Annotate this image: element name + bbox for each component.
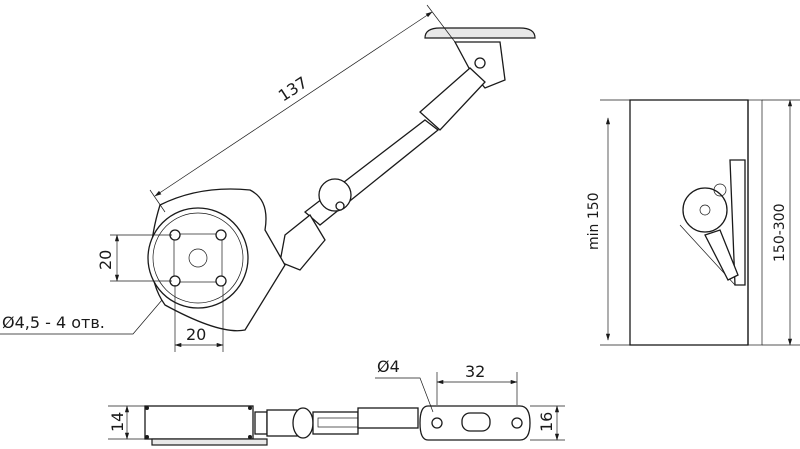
mounting-hole	[215, 275, 227, 287]
side-view: min 150 150-300	[586, 99, 800, 346]
mounting-hole	[215, 229, 227, 241]
dimension-arm-length: 137	[149, 4, 456, 213]
svg-text:32: 32	[465, 362, 485, 381]
dim-137: 137	[275, 73, 311, 106]
base-disc	[147, 207, 249, 309]
main-view	[147, 27, 536, 332]
svg-text:Ø4,5 - 4 отв.: Ø4,5 - 4 отв.	[2, 313, 105, 332]
svg-text:14: 14	[108, 412, 127, 432]
roller	[318, 178, 352, 212]
bottom-view: 14 32 Ø4 16	[108, 357, 565, 446]
top-mounting-plate	[424, 27, 536, 39]
svg-text:150-300: 150-300	[772, 204, 788, 263]
svg-text:20: 20	[96, 250, 115, 270]
gas-cylinder	[419, 67, 486, 131]
leader-mounting-holes: Ø4,5 - 4 отв.	[0, 299, 163, 335]
dimension-hole-vertical: 20	[96, 234, 172, 282]
base-top-view	[144, 405, 254, 440]
side-roller	[682, 187, 728, 233]
svg-text:Ø4: Ø4	[377, 357, 400, 376]
svg-text:min 150: min 150	[586, 192, 602, 250]
svg-text:16: 16	[537, 412, 556, 432]
piston-rod	[303, 119, 440, 226]
svg-text:20: 20	[186, 325, 206, 344]
top-pivot	[474, 57, 486, 69]
dimension-hole-horizontal: 20	[174, 285, 224, 352]
